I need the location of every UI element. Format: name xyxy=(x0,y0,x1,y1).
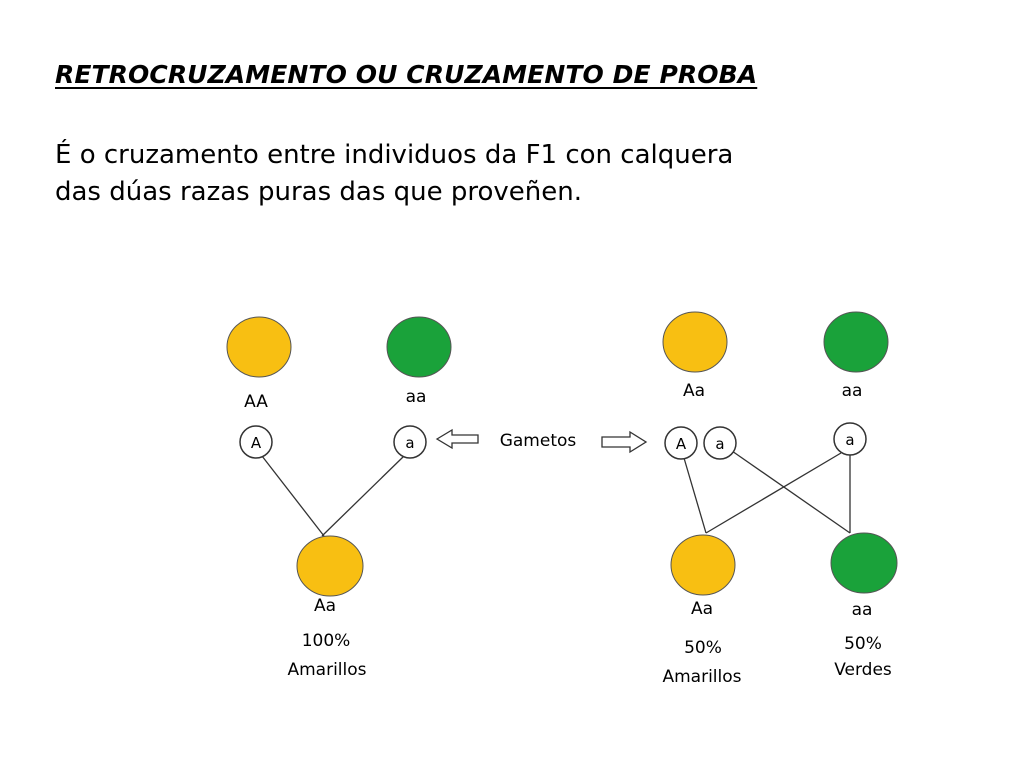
cross-line-a-to-aa xyxy=(731,450,851,534)
offspring-Aa-pea xyxy=(296,535,364,597)
gamete-a xyxy=(393,425,427,459)
cross-line-A xyxy=(261,455,325,537)
parent-aa-pea xyxy=(386,316,452,378)
offspring-Aa-percent: 50% xyxy=(684,638,722,658)
gamete-a-right-1-label: a xyxy=(715,435,724,453)
cross-line-A-to-Aa xyxy=(683,457,707,534)
gamete-A-label: A xyxy=(251,434,262,452)
offspring-Aa-label: Aa xyxy=(314,596,336,616)
cross-line-a xyxy=(321,456,404,537)
description-line-1: É o cruzamento entre individuos da F1 co… xyxy=(55,140,734,170)
description-line-2: das dúas razas puras das que proveñen. xyxy=(55,177,583,207)
parent-Aa-label: Aa xyxy=(683,381,705,401)
gamete-a-right-2 xyxy=(833,422,867,456)
parent-aa-label-right: aa xyxy=(842,381,863,401)
parent-aa-pea-right xyxy=(823,311,889,373)
description-text: É o cruzamento entre individuos da F1 co… xyxy=(55,137,985,211)
offspring-Aa-pea-right xyxy=(670,534,736,596)
offspring-percent: 100% xyxy=(302,631,351,651)
parent-Aa-pea xyxy=(662,311,728,373)
slide-title: RETROCRUZAMENTO OU CRUZAMENTO DE PROBA xyxy=(55,60,758,89)
offspring-Aa-phenotype: Amarillos xyxy=(662,667,741,687)
offspring-Aa-label-right: Aa xyxy=(691,599,713,619)
gamete-a-right-2-label: a xyxy=(845,431,854,449)
offspring-aa-phenotype: Verdes xyxy=(834,660,892,680)
cross-line-a-to-Aa xyxy=(705,452,842,534)
offspring-aa-percent: 50% xyxy=(844,634,882,654)
gamete-A-right xyxy=(664,426,698,460)
gamete-a-right-1 xyxy=(703,426,737,460)
gametes-indicator: Gametos xyxy=(435,428,648,454)
gamete-A xyxy=(239,425,273,459)
left-arrow-icon xyxy=(435,428,479,450)
offspring-aa-label-right: aa xyxy=(852,600,873,620)
parent-aa-label: aa xyxy=(406,387,427,407)
offspring-phenotype: Amarillos xyxy=(287,660,366,680)
gamete-A-right-label: A xyxy=(676,435,687,453)
parent-AA-pea xyxy=(226,316,292,378)
right-cross: Aa aa A a a Aa 50% Amarillos aa 50% Verd… xyxy=(662,311,898,687)
left-cross: AA aa A a Aa 100% Amarillos xyxy=(226,316,452,680)
gametes-label: Gametos xyxy=(500,431,577,451)
parent-AA-label: AA xyxy=(244,392,268,412)
gamete-a-label: a xyxy=(405,434,414,452)
right-arrow-icon xyxy=(601,430,648,454)
offspring-aa-pea-right xyxy=(830,532,898,594)
